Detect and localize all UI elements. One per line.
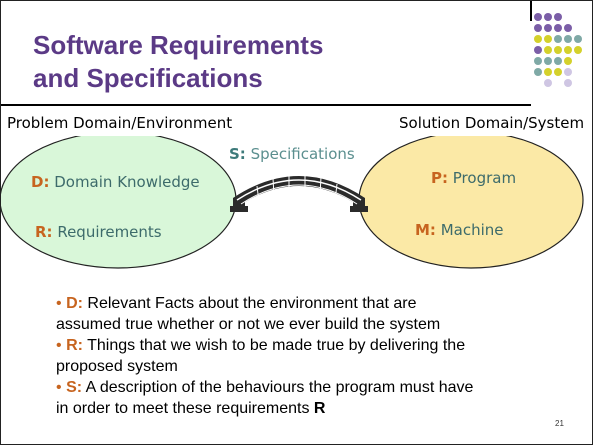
bullet-text: Things that we wish to be made true by d… [82,337,466,354]
domain-knowledge-key: D: [31,173,50,191]
machine-text: Machine [435,221,504,239]
domain-knowledge-label: D: Domain Knowledge [31,173,200,191]
machine-key: M: [415,221,436,239]
bullet-requirements: • R: Things that we wish to be made true… [56,335,576,356]
decorative-dot [534,13,542,21]
decorative-dot [544,13,552,21]
requirements-text: Requirements [52,223,162,241]
problem-domain-ellipse [1,136,237,269]
title-divider-vertical [530,1,532,21]
domain-knowledge-text: Domain Knowledge [49,173,200,191]
decorative-dot [564,46,572,54]
page-number: 21 [555,419,564,428]
decorative-dot [554,46,562,54]
decorative-dot [564,68,572,76]
program-label: P: Program [431,169,516,187]
bullet-dot: • [56,337,62,354]
decorative-dot [544,57,552,65]
program-text: Program [448,169,517,187]
decorative-dot [534,35,542,43]
bullet-key: D: [66,295,83,312]
decorative-dot [554,35,562,43]
decorative-dot [564,35,572,43]
decorative-dot [564,79,572,87]
decorative-dot [534,68,542,76]
decorative-dot [544,35,552,43]
title-divider [1,104,531,106]
decorative-dot [554,24,562,32]
machine-label: M: Machine [415,221,504,239]
title-line-1: Software Requirements [33,30,324,60]
specifications-text: Specifications [245,145,355,163]
slide-title: Software Requirements and Specifications [33,29,323,95]
definitions-list: • D: Relevant Facts about the environmen… [56,293,576,419]
requirements-label: R: Requirements [35,223,162,241]
bullet-dot: • [56,295,62,312]
decorative-dot-grid [534,13,592,109]
title-line-2: and Specifications [33,63,263,93]
domain-diagram [1,136,584,269]
bullet-text: Relevant Facts about the environment tha… [82,295,417,312]
decorative-dot [534,57,542,65]
problem-domain-label: Problem Domain/Environment [7,114,233,132]
decorative-dot [534,46,542,54]
requirements-key: R: [35,223,53,241]
bullet-key: S: [66,379,83,396]
decorative-dot [544,68,552,76]
decorative-dot [574,35,582,43]
bullet-specifications-cont: in order to meet these requirements R [56,398,576,419]
bullet-text: in order to meet these requirements [56,400,314,417]
program-key: P: [431,169,448,187]
bullet-strong: R [313,400,326,417]
decorative-dot [554,57,562,65]
solution-domain-label: Solution Domain/System [399,114,585,132]
bullet-dot: • [56,379,62,396]
decorative-dot [544,79,552,87]
decorative-dot [544,24,552,32]
decorative-dot [554,13,562,21]
bridge-icon [230,174,368,212]
decorative-dot [564,24,572,32]
specifications-label: S: Specifications [229,145,355,163]
bullet-specifications: • S: A description of the behaviours the… [56,377,576,398]
decorative-dot [544,46,552,54]
bullet-requirements-cont: proposed system [56,358,178,375]
bullet-domain-cont: assumed true whether or not we ever buil… [56,316,441,333]
decorative-dot [574,46,582,54]
bullet-text: A description of the behaviours the prog… [82,379,474,396]
bullet-domain: • D: Relevant Facts about the environmen… [56,293,576,314]
solution-domain-ellipse [358,136,584,269]
bullet-key: R: [66,337,83,354]
decorative-dot [534,24,542,32]
specifications-key: S: [229,145,246,163]
decorative-dot [564,57,572,65]
decorative-dot [554,68,562,76]
